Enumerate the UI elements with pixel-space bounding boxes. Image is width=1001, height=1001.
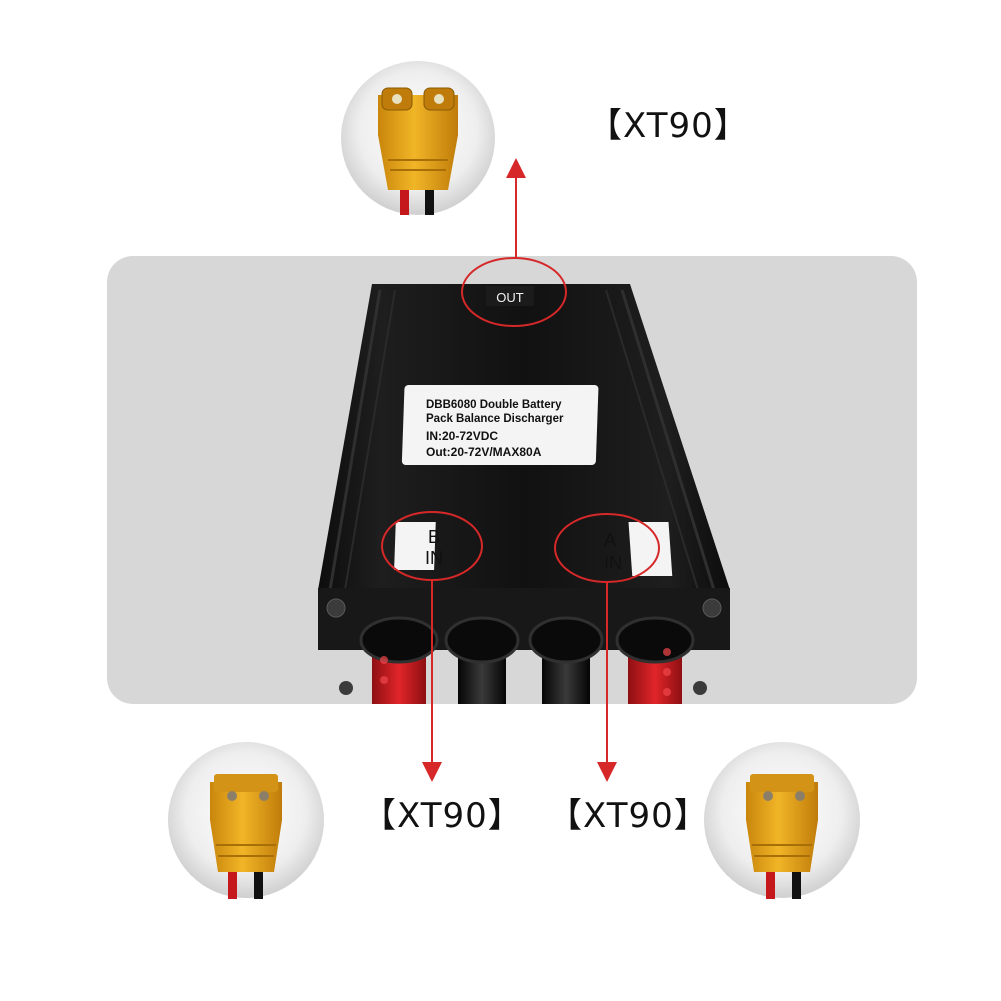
b-port-in: IN xyxy=(425,548,443,568)
sticker-line-3: IN:20-72VDC xyxy=(426,429,498,443)
out-connector-bubble xyxy=(341,61,495,215)
sticker-line-4: Out:20-72V/MAX80A xyxy=(426,445,542,459)
sticker-line-1: DBB6080 Double Battery xyxy=(426,399,562,411)
out-connector-caption: 【XT90】 xyxy=(588,106,749,146)
a-in-label-plate xyxy=(628,522,673,576)
sticker-line-2: Pack Balance Discharger xyxy=(426,413,564,425)
out-label: OUT xyxy=(496,290,524,305)
out-label-plate xyxy=(486,286,534,306)
b-in-label-plate xyxy=(394,522,436,570)
a-in-connector-bubble xyxy=(704,742,860,899)
b-in-connector-caption: 【XT90】 xyxy=(362,796,523,836)
a-port-in: IN xyxy=(604,553,622,573)
a-port-letter: A xyxy=(604,530,616,550)
out-highlight-ellipse xyxy=(461,257,567,327)
device-sticker: DBB6080 Double Battery Pack Balance Disc… xyxy=(401,385,599,465)
b-in-connector-bubble xyxy=(168,742,324,899)
b-port-letter: B xyxy=(428,527,440,547)
a-in-connector-caption: 【XT90】 xyxy=(548,796,709,836)
